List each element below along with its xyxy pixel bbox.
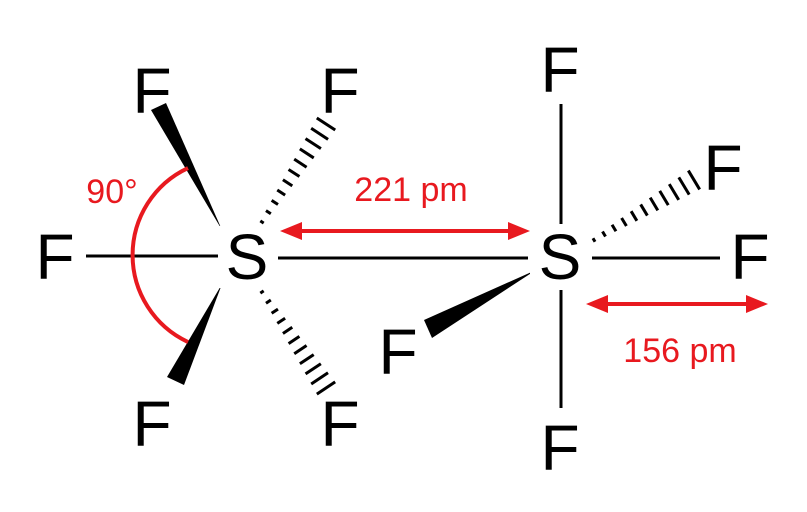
hash-dash xyxy=(677,176,691,196)
hash-dash xyxy=(304,137,322,150)
hash-dash xyxy=(315,116,337,132)
hash-dash xyxy=(591,237,597,243)
hash-dash xyxy=(648,196,660,212)
hash-dash xyxy=(259,289,265,295)
fluorine-right-upper-hash: F xyxy=(703,132,742,204)
hash-dash xyxy=(299,147,315,160)
fluorine-right-lower-wedge: F xyxy=(378,316,417,388)
hash-dash xyxy=(265,298,272,305)
hash-dash xyxy=(601,230,607,238)
hash-dash xyxy=(282,178,294,188)
sulfur-left-label: S xyxy=(226,221,269,293)
angle-arc xyxy=(130,166,189,344)
hash-dash xyxy=(293,344,308,355)
bond-angle-label: 90° xyxy=(86,173,137,211)
hash-dash xyxy=(282,326,294,335)
bond-left-s-f-hash-upper xyxy=(259,116,337,225)
hash-dash xyxy=(270,307,279,315)
bond-left-s-f-wedge-lower xyxy=(167,284,222,385)
s-f-distance-arrow xyxy=(586,295,768,313)
s-f-distance-label: 156 pm xyxy=(623,332,736,370)
hash-dash xyxy=(610,223,618,233)
hash-dash xyxy=(265,209,272,216)
hash-dash xyxy=(287,168,301,178)
hash-dash xyxy=(620,217,628,227)
hash-dash xyxy=(276,316,286,325)
s-s-distance-arrow xyxy=(280,222,530,240)
hash-dash xyxy=(310,371,329,386)
hash-dash xyxy=(310,127,329,141)
hash-dash xyxy=(639,203,649,217)
bond-right-s-f-hash-upper xyxy=(591,169,701,243)
hash-dash xyxy=(316,380,336,396)
hash-dash xyxy=(629,210,639,222)
hash-dash xyxy=(667,183,681,201)
hash-dash xyxy=(687,169,701,191)
hash-dash xyxy=(293,157,308,169)
sulfur-right-label: S xyxy=(539,221,582,293)
hash-dash xyxy=(287,335,301,345)
hash-dash xyxy=(270,199,279,206)
fluorine-left-lower-wedge: F xyxy=(132,388,171,460)
hashed-bonds xyxy=(259,116,701,396)
hash-dash xyxy=(658,190,670,206)
hash-dash xyxy=(299,353,315,366)
bond-right-s-f-wedge-lower xyxy=(424,270,536,338)
bond-left-s-f-hash-lower xyxy=(259,289,336,396)
fluorine-right-horizontal: F xyxy=(730,221,769,293)
fluorine-left-lower-hash: F xyxy=(320,388,359,460)
fluorine-right-bottom: F xyxy=(540,412,579,484)
fluorine-left-upper-wedge: F xyxy=(132,55,171,127)
s-s-distance-label: 221 pm xyxy=(354,171,467,209)
fluorine-left-upper-hash: F xyxy=(320,55,359,127)
fluorine-right-top: F xyxy=(540,34,579,106)
hash-dash xyxy=(304,362,322,376)
hash-dash xyxy=(276,188,286,197)
hash-dash xyxy=(259,219,265,225)
fluorine-left-horizontal: F xyxy=(35,221,74,293)
